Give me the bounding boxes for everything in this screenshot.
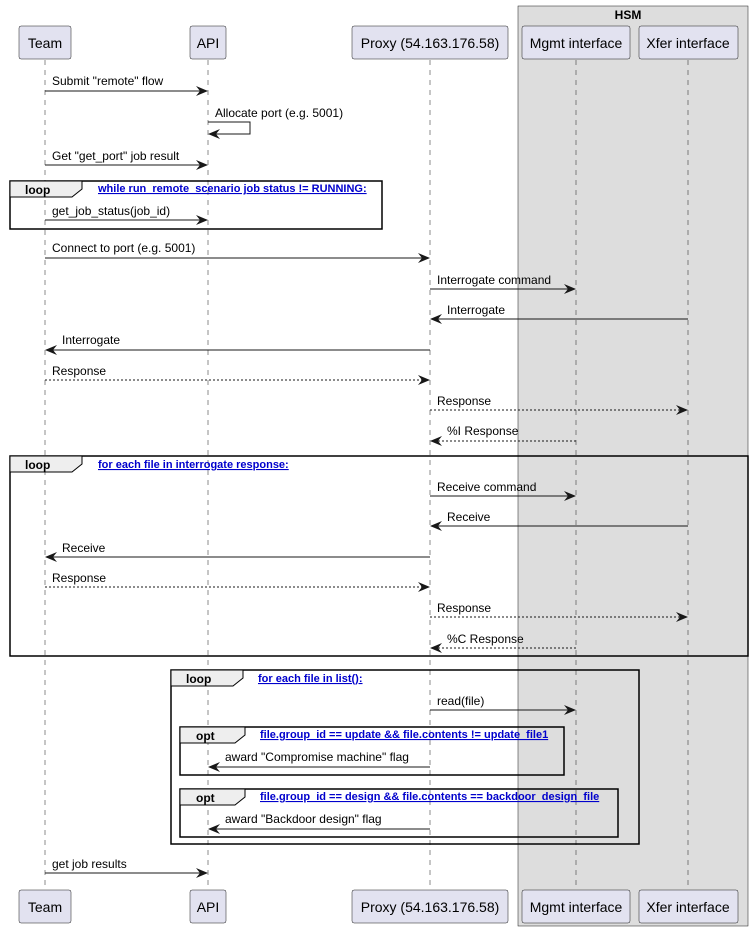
group-kind: opt	[196, 791, 215, 805]
group-kind: loop	[186, 672, 211, 686]
participant-label: API	[197, 899, 220, 915]
group-condition: while run_remote_scenario job status != …	[97, 183, 367, 195]
message-label: Allocate port (e.g. 5001)	[215, 106, 343, 120]
group-condition: for each file in interrogate response:	[98, 459, 289, 471]
participant-label: Proxy (54.163.176.58)	[361, 35, 500, 51]
participant-label: Proxy (54.163.176.58)	[361, 899, 500, 915]
group-loop-interrogate: loop for each file in interrogate respon…	[9, 455, 749, 657]
lifelines	[44, 60, 689, 890]
message-arrow	[208, 121, 251, 139]
message-label: Interrogate	[447, 303, 505, 317]
participant-team: Team	[18, 25, 72, 60]
participant-label: API	[197, 35, 220, 51]
message-label: Receive	[447, 510, 491, 524]
participants-top: Team API Proxy (54.163.176.58) Mgmt inte…	[18, 25, 739, 60]
message-label: award "Backdoor design" flag	[225, 812, 382, 826]
message-label: Submit "remote" flow	[52, 74, 164, 88]
participant-proxy: Proxy (54.163.176.58)	[351, 25, 509, 60]
message-label: %C Response	[447, 632, 524, 646]
participant-xfer: Xfer interface	[638, 889, 739, 924]
participant-label: Xfer interface	[646, 35, 729, 51]
group-loop-list: loop for each file in list():	[170, 669, 640, 845]
message-label: Interrogate	[62, 333, 120, 347]
message-label: Interrogate command	[437, 273, 551, 287]
message-label: Response	[437, 601, 491, 615]
message-label: %I Response	[447, 424, 519, 438]
participant-mgmt: Mgmt interface	[521, 889, 631, 924]
message-label: Receive command	[437, 480, 536, 494]
group-kind: opt	[196, 729, 215, 743]
hsm-box-title: HSM	[615, 8, 642, 22]
participant-label: Mgmt interface	[530, 899, 623, 915]
group-loop-job-status: loop while run_remote_scenario job statu…	[9, 180, 383, 230]
participant-label: Mgmt interface	[530, 35, 623, 51]
participant-xfer: Xfer interface	[638, 25, 739, 60]
hsm-box: HSM	[517, 5, 749, 927]
message-label: get_job_status(job_id)	[52, 204, 170, 218]
group-condition: for each file in list():	[258, 673, 363, 685]
group-condition: file.group_id == update && file.contents…	[260, 729, 548, 741]
message-label: award "Compromise machine" flag	[225, 750, 409, 764]
message-label: get job results	[52, 857, 127, 871]
message-label: Response	[52, 364, 106, 378]
message-label: Receive	[62, 541, 106, 555]
message-label: read(file)	[437, 694, 484, 708]
group-kind: loop	[25, 458, 50, 472]
group-condition: file.group_id == design && file.contents…	[260, 791, 599, 803]
group-kind: loop	[25, 183, 50, 197]
participant-label: Xfer interface	[646, 899, 729, 915]
message-label: Connect to port (e.g. 5001)	[52, 241, 195, 255]
participant-team: Team	[18, 889, 72, 924]
participant-label: Team	[28, 899, 62, 915]
participant-api: API	[189, 889, 227, 924]
message-label: Response	[52, 571, 106, 585]
group-opt-design: opt file.group_id == design && file.cont…	[179, 788, 619, 838]
messages: Submit "remote" flow Allocate port (e.g.…	[45, 74, 688, 878]
participant-api: API	[189, 25, 227, 60]
message-label: Get "get_port" job result	[52, 149, 180, 163]
participant-label: Team	[28, 35, 62, 51]
message-label: Response	[437, 394, 491, 408]
group-opt-update: opt file.group_id == update && file.cont…	[179, 726, 565, 776]
participants-bottom: Team API Proxy (54.163.176.58) Mgmt inte…	[18, 889, 739, 924]
participant-mgmt: Mgmt interface	[521, 25, 631, 60]
participant-proxy: Proxy (54.163.176.58)	[351, 889, 509, 924]
